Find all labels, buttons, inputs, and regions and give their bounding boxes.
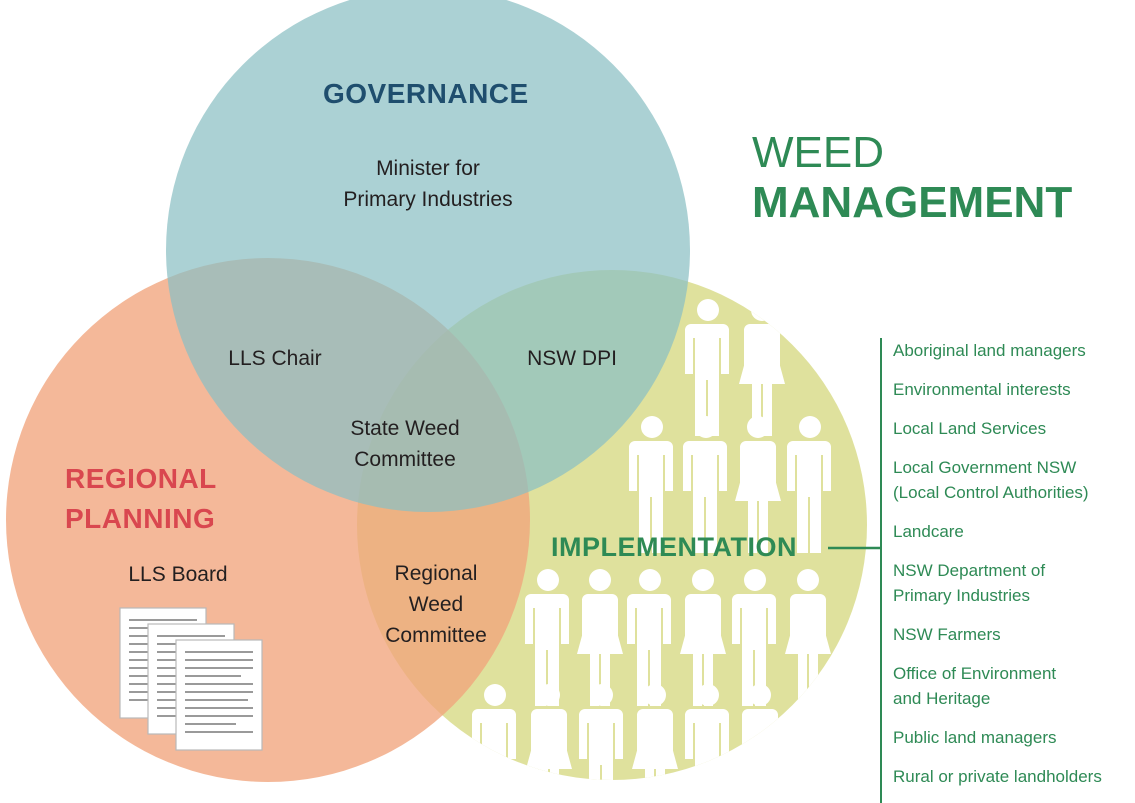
- overlap-regional-weed-committee: Regional Weed Committee: [385, 562, 487, 647]
- governance-circle: [166, 0, 690, 512]
- governance-body: Minister for Primary Industries: [343, 157, 513, 211]
- stakeholder-item: Landcare: [893, 522, 964, 541]
- stakeholder-item: Public land managers: [893, 728, 1057, 747]
- overlap-nsw-dpi: NSW DPI: [527, 347, 617, 370]
- stakeholder-item: Local Land Services: [893, 419, 1047, 438]
- stakeholder-item: Local Government NSW(Local Control Autho…: [893, 458, 1089, 502]
- overlap-state-weed-committee: State Weed Committee: [350, 417, 460, 471]
- regional-planning-heading: REGIONAL PLANNING: [65, 463, 217, 534]
- weed-management-title: WEED MANAGEMENT: [752, 128, 1073, 227]
- stakeholder-item: Aboriginal land managers: [893, 341, 1086, 360]
- implementation-heading: IMPLEMENTATION: [551, 532, 797, 562]
- governance-heading: GOVERNANCE: [323, 78, 529, 109]
- stakeholder-item: Rural or private landholders: [893, 767, 1102, 786]
- lls-board-label: LLS Board: [128, 563, 228, 586]
- overlap-lls-chair: LLS Chair: [228, 347, 322, 370]
- stakeholder-item: Environmental interests: [893, 380, 1071, 399]
- stakeholder-item: NSW Farmers: [893, 625, 1001, 644]
